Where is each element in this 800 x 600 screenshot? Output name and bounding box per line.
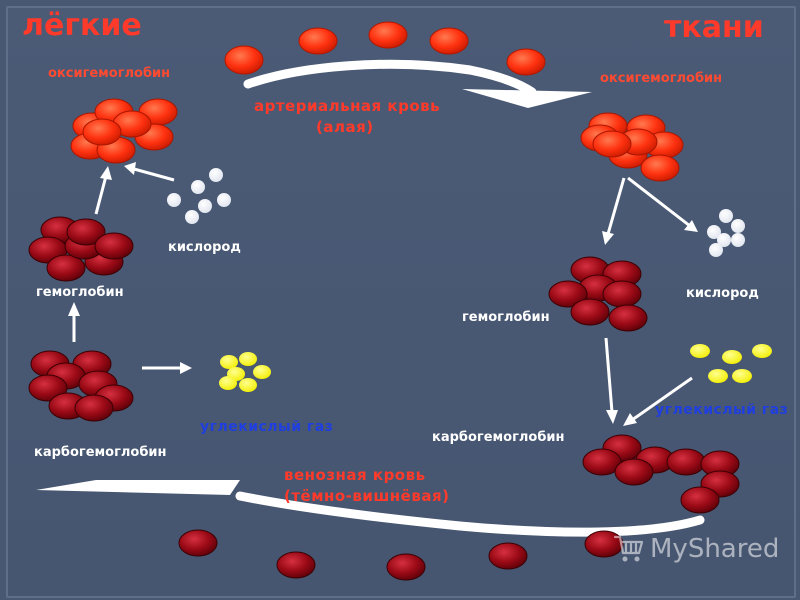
oxygen-molecules-tissues xyxy=(707,209,745,257)
carbhemoglobin-label-tissues: карбогемоглобин xyxy=(432,430,565,445)
shopping-cart-icon xyxy=(613,535,644,562)
slide-frame xyxy=(6,6,796,598)
carbhemoglobin-cluster-tissues xyxy=(582,434,740,514)
watermark: MyShared xyxy=(612,532,779,566)
carbhemoglobin-cluster-lungs xyxy=(28,350,134,422)
venous-blood-line1: венозная кровь xyxy=(284,466,426,484)
co2-label-lungs: углекислый газ xyxy=(200,419,334,435)
tissues-title: ткани xyxy=(664,10,764,45)
venous-blood-line2: (тёмно-вишнёвая) xyxy=(284,487,450,505)
tissues-arrows xyxy=(602,176,698,426)
hemoglobin-cluster-lungs xyxy=(28,216,134,282)
oxyhemoglobin-cluster-tissues xyxy=(580,112,684,182)
arterial-cells xyxy=(224,21,546,76)
venous-blood-caption: венозная кровь (тёмно-вишнёвая) xyxy=(284,465,449,507)
hemoglobin-label-lungs: гемоглобин xyxy=(36,285,124,300)
arterial-blood-line1: артериальная кровь xyxy=(254,97,441,115)
venous-flow-arrow xyxy=(36,480,705,537)
co2-molecules-tissues xyxy=(690,344,772,383)
co2-label-tissues: углекислый газ xyxy=(655,402,789,418)
hemoglobin-cluster-tissues xyxy=(548,256,648,332)
oxygen-label-tissues: кислород xyxy=(686,286,759,301)
lungs-arrows xyxy=(68,162,192,374)
arterial-flow-arrow xyxy=(243,59,592,108)
oxyhemoglobin-cluster-lungs xyxy=(70,98,178,164)
lungs-title: лёгкие xyxy=(22,8,142,43)
venous-cells xyxy=(178,529,624,581)
oxygen-molecules-lungs xyxy=(167,168,231,224)
watermark-text: MyShared xyxy=(650,534,780,564)
hemoglobin-label-tissues: гемоглобин xyxy=(462,310,550,325)
oxyhemoglobin-label-lungs: оксигемоглобин xyxy=(48,66,171,81)
co2-molecules-lungs xyxy=(219,352,271,392)
carbhemoglobin-label-lungs: карбогемоглобин xyxy=(34,445,167,460)
oxygen-label-lungs: кислород xyxy=(168,240,241,255)
oxyhemoglobin-label-tissues: оксигемоглобин xyxy=(600,71,723,86)
arterial-blood-line2: (алая) xyxy=(316,118,374,136)
arterial-blood-caption: артериальная кровь (алая) xyxy=(254,96,440,138)
